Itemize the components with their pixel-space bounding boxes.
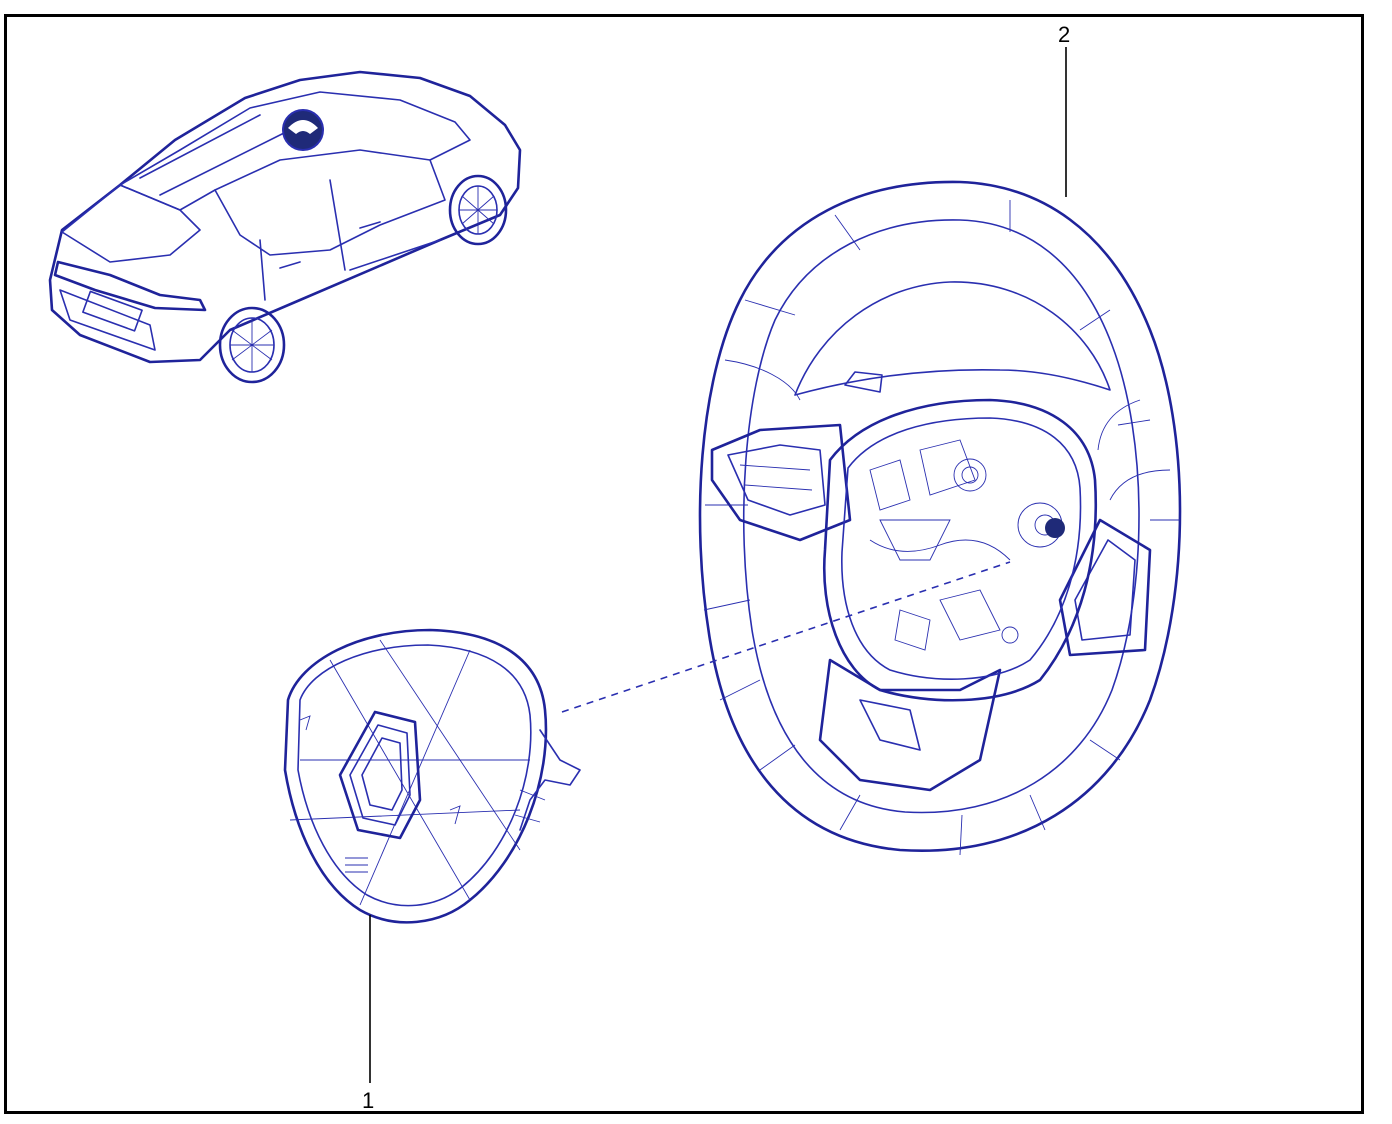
- assembly-line: [561, 561, 1011, 713]
- callout-2-label: 2: [1058, 22, 1071, 47]
- car-rear-wheel: [218, 306, 286, 384]
- steering-wheel-illustration: [698, 180, 1182, 856]
- car-thumbnail: [48, 70, 522, 384]
- airbag-module-illustration: [283, 628, 581, 924]
- callout-1-label: 1: [362, 1088, 375, 1113]
- car-front-wheel: [448, 174, 508, 246]
- diagram-frame: [4, 14, 1364, 1114]
